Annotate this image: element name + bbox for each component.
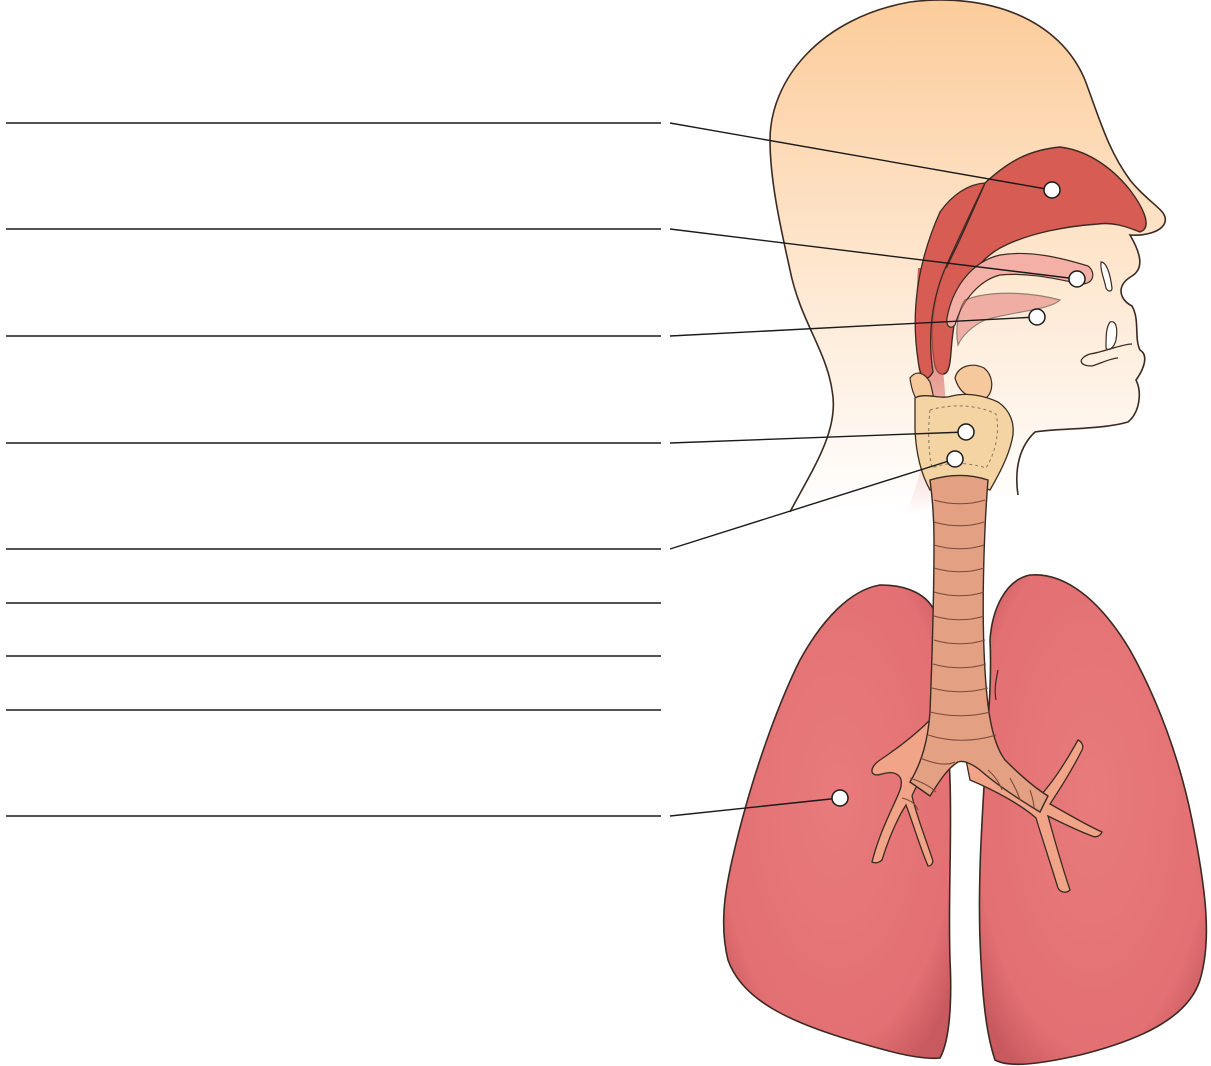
lungs <box>724 476 1207 1065</box>
marker-soft-palate <box>1069 271 1085 287</box>
marker-lung <box>832 790 848 806</box>
right-lung <box>979 575 1206 1065</box>
marker-vocal-cords <box>947 451 963 467</box>
marker-nasal-cavity <box>1044 182 1060 198</box>
label-lines <box>6 123 661 816</box>
marker-larynx <box>958 424 974 440</box>
marker-oral-cavity <box>1029 309 1045 325</box>
